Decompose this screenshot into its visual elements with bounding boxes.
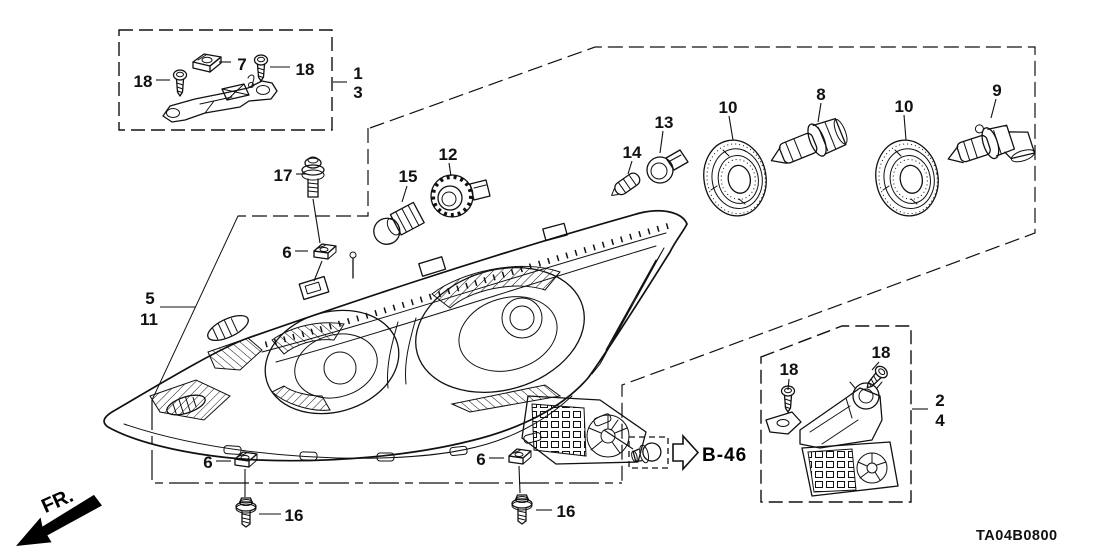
callout-8: 8	[816, 85, 825, 104]
screw-18-box1-left	[172, 69, 188, 97]
seal-ring-10-right-drawing	[869, 134, 945, 222]
callout-6-bottom-left: 6	[203, 453, 212, 472]
callout-2: 2	[935, 391, 944, 410]
callout-18-box1-right: 18	[296, 60, 315, 79]
corner-horn-upper	[207, 314, 249, 342]
bulb-8-drawing	[770, 118, 848, 164]
bulb-14-drawing	[611, 172, 641, 196]
headlight-assembly-drawing	[103, 209, 688, 465]
callout-10-left: 10	[719, 98, 738, 117]
callout-11: 11	[140, 310, 158, 329]
bolt-16-left-drawing	[235, 497, 257, 528]
clip-6-bottom-right-drawing	[508, 448, 532, 465]
screw-18-box1-right	[253, 54, 269, 82]
callout-5: 5	[145, 289, 154, 308]
bulb-9-drawing	[947, 124, 1036, 164]
b46-arrow-icon	[672, 433, 700, 472]
callout-10-right: 10	[895, 97, 914, 116]
callout-3: 3	[353, 83, 362, 102]
b46-reference[interactable]: B-46	[603, 429, 747, 472]
fr-arrow-icon	[16, 494, 102, 546]
callout-13: 13	[655, 113, 674, 132]
corner-horn-lower	[166, 394, 206, 416]
callout-1: 1	[353, 64, 362, 83]
callout-4: 4	[935, 411, 945, 430]
callout-18-box2-right: 18	[872, 343, 891, 362]
callout-17: 17	[274, 166, 293, 185]
callout-12: 12	[439, 145, 458, 164]
bolt-16-right-drawing	[511, 494, 533, 525]
callout-6-bottom-right: 6	[476, 450, 485, 469]
bulb-15-drawing	[373, 201, 425, 245]
bracket-box-lower	[760, 325, 912, 503]
socket-13-drawing	[646, 149, 689, 184]
headlight-bracket-lower-drawing	[765, 381, 899, 497]
b46-bolt-drawing	[631, 442, 662, 464]
seal-ring-10-left-drawing	[697, 134, 773, 222]
callout-7: 7	[237, 55, 246, 74]
callout-15: 15	[399, 167, 418, 186]
callout-18-box1-left: 18	[134, 72, 153, 91]
exploded-zone-boundary	[151, 46, 1036, 484]
front-direction-marker: FR.	[16, 485, 102, 546]
b46-label: B-46	[702, 445, 747, 466]
clip-6-top-drawing	[313, 243, 337, 260]
adjuster-screw-17-drawing	[301, 156, 325, 198]
nut-7-drawing	[192, 53, 222, 73]
mounting-tabs-top	[298, 222, 568, 301]
socket-12-drawing	[430, 174, 491, 218]
callout-6-top: 6	[282, 243, 291, 262]
callout-16-left: 16	[285, 506, 304, 525]
callout-16-right: 16	[557, 502, 576, 521]
lower-bracket-grate	[521, 395, 647, 465]
callout-9: 9	[992, 81, 1001, 100]
callout-14: 14	[623, 143, 642, 162]
bracket-box-upper	[118, 29, 333, 131]
callout-18-box2-left: 18	[780, 360, 799, 379]
headlight-bracket-upper-drawing	[162, 74, 278, 123]
diagram-code: TA04B0800	[976, 528, 1058, 544]
